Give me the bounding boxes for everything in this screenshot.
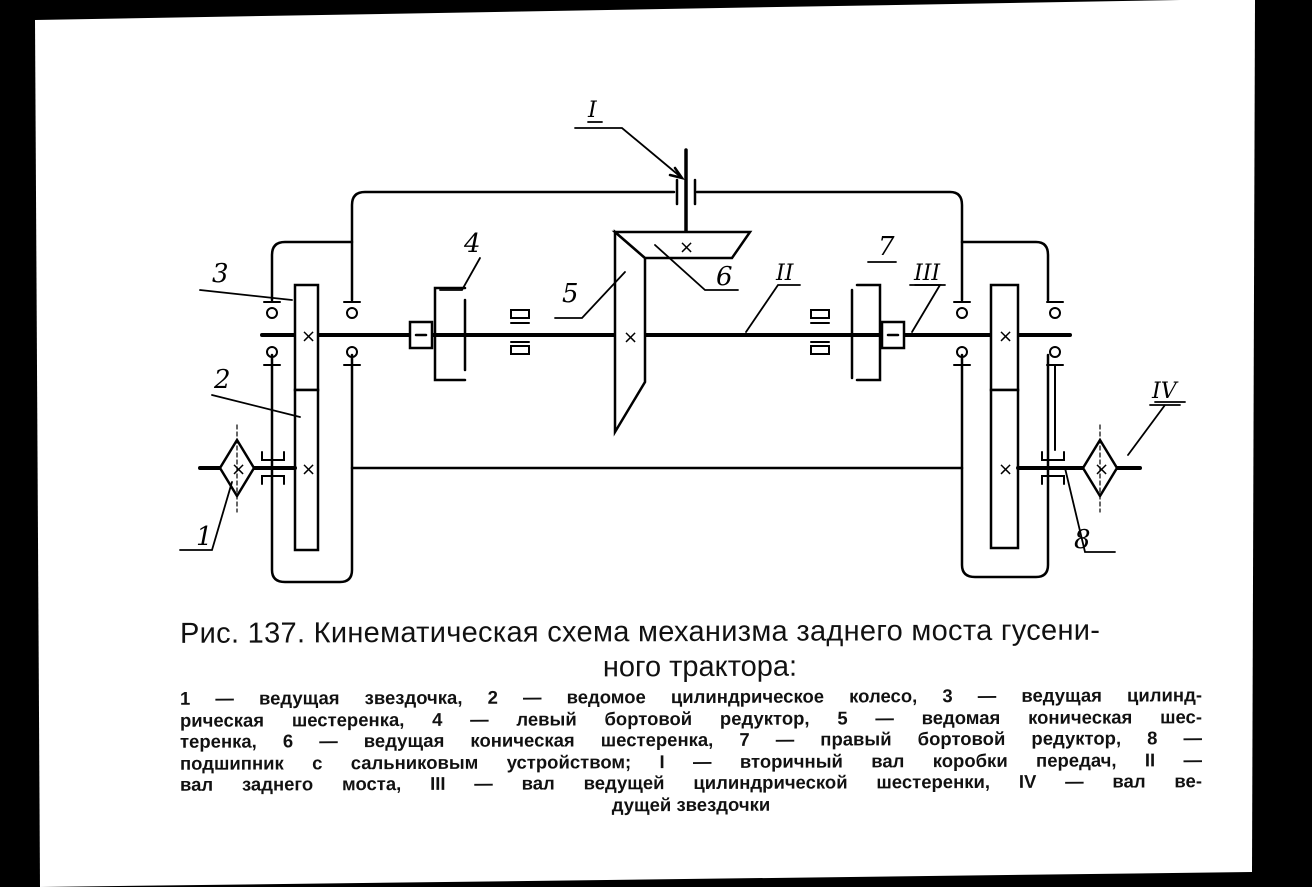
label-2: 2 xyxy=(213,365,231,395)
gear-mark: × xyxy=(1094,459,1109,480)
gear-mark: × xyxy=(301,326,316,347)
label-1: 1 xyxy=(196,522,213,552)
bearings xyxy=(263,301,1064,451)
bevel-gear-6 xyxy=(611,230,753,260)
gear-mark: × xyxy=(998,326,1013,347)
label-6: 6 xyxy=(716,262,733,292)
gear-mark: × xyxy=(998,459,1013,480)
legend-line: 1 — ведущая звездочка, 2 — ведомое цилин… xyxy=(180,684,1202,709)
reducer-7 xyxy=(855,283,882,382)
caption-title-line: ного трактора: xyxy=(602,650,798,684)
label-I: I xyxy=(587,98,598,123)
label-4: 4 xyxy=(463,229,481,259)
label-3: 3 xyxy=(212,259,229,289)
legend-line: вал заднего моста, III — вал ведущей цил… xyxy=(180,770,1202,795)
gear-mark: × xyxy=(679,237,694,258)
gear-mark: × xyxy=(623,327,638,348)
gear-mark: × xyxy=(301,459,316,480)
label-III: III xyxy=(913,261,941,286)
legend-line: дущей звездочки xyxy=(611,793,771,815)
left-housing xyxy=(270,240,354,584)
label-8: 8 xyxy=(1074,525,1091,555)
leader-lines xyxy=(179,127,1181,553)
label-5: 5 xyxy=(562,279,579,309)
label-underlines xyxy=(587,121,1186,403)
right-housing xyxy=(960,240,1050,579)
label-II: II xyxy=(775,261,795,286)
gearbox-frame-top xyxy=(350,190,964,302)
label-IV: IV xyxy=(1151,379,1179,404)
reducer-4 xyxy=(433,286,467,382)
figure-caption-title: Рис. 137. Кинематическая схема механизма… xyxy=(180,614,1220,686)
label-7: 7 xyxy=(878,232,895,262)
bearing-8 xyxy=(1041,451,1065,485)
legend-line: теренка, 6 — ведущая коническая шестерен… xyxy=(180,727,1202,752)
gear-mark: × xyxy=(231,459,246,480)
caption-title-line: Рис. 137. Кинематическая схема механизма… xyxy=(180,614,1101,650)
figure-legend: 1 — ведущая звездочка, 2 — ведомое цилин… xyxy=(180,684,1202,817)
